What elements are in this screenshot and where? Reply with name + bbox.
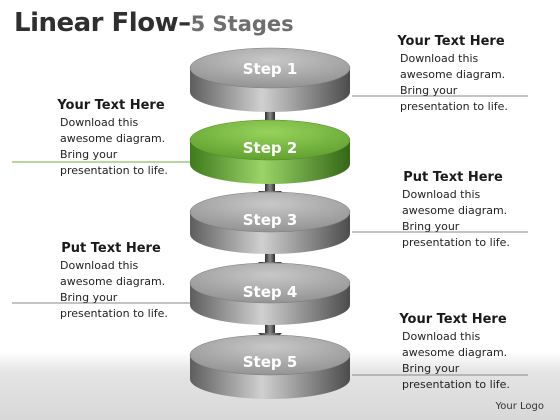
stage-1-disk: Step 1: [189, 47, 351, 112]
text-block-4-heading: Put Text Here: [61, 241, 161, 256]
title-sub: 5 Stages: [190, 12, 294, 36]
text-block-5-heading: Your Text Here: [399, 312, 507, 327]
text-block-4: Put Text Here Download this awesome diag…: [36, 241, 186, 322]
text-block-1-heading: Your Text Here: [397, 34, 505, 49]
stage-3-disk: Step 3: [189, 191, 351, 254]
text-block-2-heading: Your Text Here: [57, 98, 165, 113]
stage-2-disk: Step 2: [189, 119, 351, 184]
stage-4-label: Step 4: [243, 283, 298, 301]
stage-5-disk: Step 5: [189, 334, 351, 399]
stage-3-label: Step 3: [243, 211, 298, 229]
text-block-5: Your Text Here Download this awesome dia…: [378, 312, 528, 393]
text-block-3-body: Download this awesome diagram. Bring you…: [402, 188, 510, 249]
stage-2-label: Step 2: [243, 139, 298, 157]
title-main: Linear Flow: [14, 8, 179, 38]
page-title: Linear Flow–5 Stages: [14, 8, 294, 38]
text-block-4-body: Download this awesome diagram. Bring you…: [60, 259, 168, 320]
logo-text: Your Logo: [495, 401, 544, 412]
text-block-2: Your Text Here Download this awesome dia…: [36, 98, 186, 179]
text-block-2-body: Download this awesome diagram. Bring you…: [60, 116, 168, 177]
text-block-3-heading: Put Text Here: [403, 170, 503, 185]
stage-5-label: Step 5: [243, 353, 298, 371]
text-block-1-body: Download this awesome diagram. Bring you…: [400, 52, 508, 113]
stage-1-label: Step 1: [243, 60, 298, 78]
title-dash: –: [178, 8, 191, 38]
stage-4-disk: Step 4: [189, 262, 351, 325]
text-block-3: Put Text Here Download this awesome diag…: [378, 170, 528, 251]
text-block-1: Your Text Here Download this awesome dia…: [376, 34, 526, 115]
text-block-5-body: Download this awesome diagram. Bring you…: [402, 330, 510, 391]
